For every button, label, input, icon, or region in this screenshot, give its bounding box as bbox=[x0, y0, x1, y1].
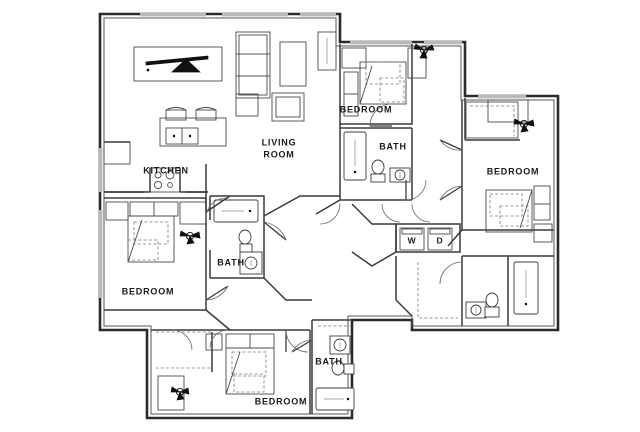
living-room-furniture bbox=[133, 31, 337, 122]
bath-left bbox=[209, 195, 265, 279]
label-living-room-line1: LIVING bbox=[262, 137, 297, 147]
appliance-labels: W D bbox=[408, 235, 444, 245]
label-bedroom-right: BEDROOM bbox=[487, 166, 540, 176]
bedroom-bottom bbox=[151, 329, 311, 414]
label-bath-bottom: BATH bbox=[315, 356, 343, 366]
label-bedroom-top: BEDROOM bbox=[340, 104, 393, 114]
bath-bottom bbox=[311, 319, 355, 414]
kitchen-furniture bbox=[103, 107, 227, 212]
label-washer: W bbox=[408, 235, 417, 245]
bedroom-left bbox=[104, 197, 207, 311]
room-labels: KITCHEN LIVING ROOM BEDROOM BEDROOM BEDR… bbox=[122, 104, 540, 406]
label-bedroom-bottom: BEDROOM bbox=[255, 396, 308, 406]
door-swings bbox=[171, 103, 463, 353]
label-bedroom-left: BEDROOM bbox=[122, 286, 175, 296]
label-dryer: D bbox=[437, 235, 444, 245]
hallway-partitions bbox=[205, 195, 463, 331]
label-bath-top: BATH bbox=[379, 141, 407, 151]
laundry-washer-dryer bbox=[395, 223, 461, 253]
label-kitchen: KITCHEN bbox=[143, 165, 189, 175]
bath-right bbox=[417, 255, 554, 326]
bedroom-right bbox=[461, 98, 554, 243]
label-living-room-line2: ROOM bbox=[263, 149, 294, 159]
window-segments bbox=[99, 13, 526, 298]
label-bath-left: BATH bbox=[217, 257, 245, 267]
bath-top bbox=[340, 127, 413, 200]
